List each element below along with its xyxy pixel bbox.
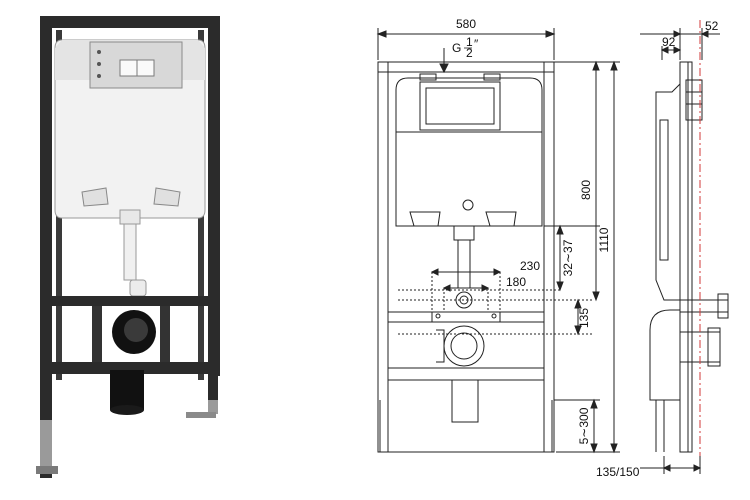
inlet-label: G	[452, 41, 461, 55]
inlet-fraction-denominator: 2	[466, 46, 473, 60]
bolt-height-label: 135	[577, 308, 591, 328]
offset-92-label: 92	[662, 35, 676, 49]
side-view-drawing	[640, 20, 729, 474]
leg-range-label: 5∼300	[577, 407, 591, 444]
inlet-fraction-numerator: 1	[466, 35, 473, 49]
spacing-180-label: 180	[506, 275, 526, 289]
width-dimension-label: 580	[456, 17, 476, 31]
height-800-label: 800	[579, 180, 593, 200]
bottom-135-150-label: 135/150	[596, 465, 640, 479]
product-photo	[36, 16, 220, 478]
depth-52-label: 52	[705, 19, 719, 33]
drain-range-label: 32∼37	[561, 239, 575, 276]
inlet-inch-mark: ″	[474, 37, 479, 51]
spacing-230-label: 230	[520, 259, 540, 273]
height-1110-label: 1110	[597, 227, 611, 252]
front-view-drawing	[376, 28, 620, 454]
